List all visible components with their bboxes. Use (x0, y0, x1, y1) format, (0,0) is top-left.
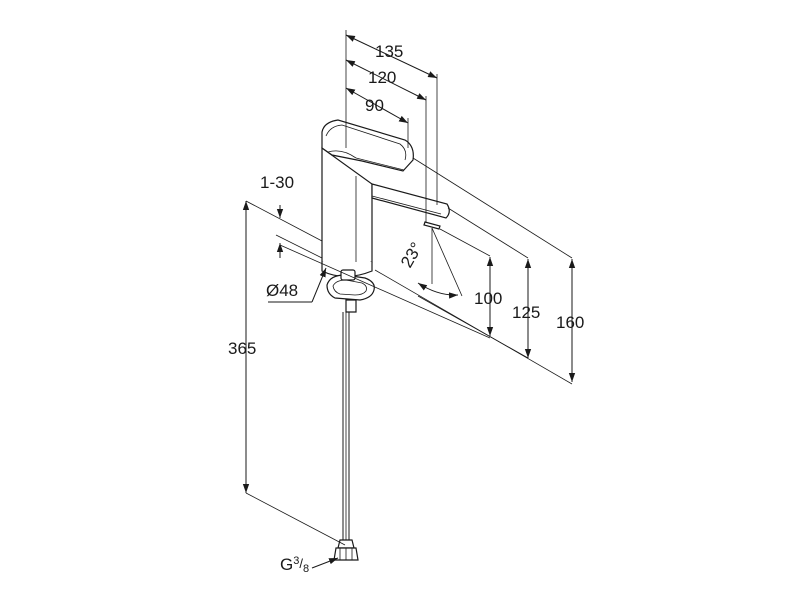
dim-125-label: 125 (512, 303, 540, 322)
dim-100-label: 100 (474, 289, 502, 308)
thread-callout (311, 557, 339, 569)
dim-365-label: 365 (228, 339, 256, 358)
faucet-body (321, 119, 450, 268)
thread-numerator: 3 (293, 555, 299, 567)
top-dimension-lines (345, 30, 438, 222)
thread-denominator: 8 (303, 563, 309, 575)
deck-thickness-dimension (245, 200, 323, 259)
dim-90-label: 90 (365, 96, 384, 115)
thread-slash: / (299, 556, 303, 571)
right-dimension-lines (279, 157, 576, 385)
thread-label: G3/8 (280, 555, 309, 575)
dim-160-label: 160 (556, 313, 584, 332)
dim-deck-label: 1-30 (260, 173, 294, 192)
thread-letter: G (280, 555, 293, 574)
hose-length-dimension (242, 201, 346, 546)
diameter-dimension (268, 267, 327, 303)
dim-135-label: 135 (375, 42, 403, 61)
dim-diameter-label: Ø48 (266, 281, 298, 300)
angle-dimension (417, 227, 463, 299)
supply-hose (333, 312, 359, 561)
dim-angle-label: 23° (397, 239, 426, 271)
mounting-base (321, 262, 375, 313)
dim-120-label: 120 (368, 68, 396, 87)
